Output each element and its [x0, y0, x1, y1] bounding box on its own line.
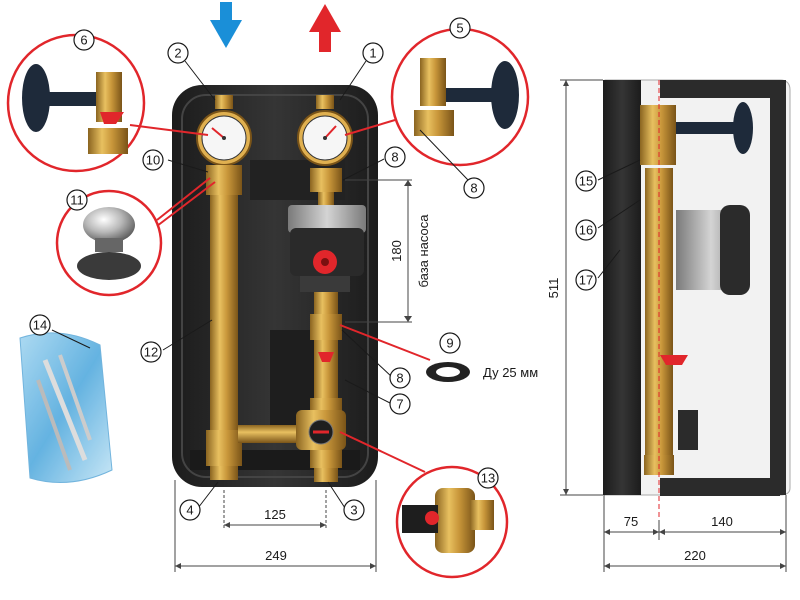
svg-text:1: 1: [369, 46, 376, 61]
gasket-icon: [426, 362, 470, 382]
pump-base-dimension: 180 база насоса: [345, 179, 431, 323]
right-top-fitting: [310, 168, 342, 192]
callout-16: 16: [575, 219, 597, 241]
detail-5-bubble: [390, 27, 530, 167]
svg-text:6: 6: [80, 33, 87, 48]
side-depth-front-value: 75: [624, 514, 638, 529]
svg-text:3: 3: [350, 503, 357, 518]
detail-6-bubble: [6, 33, 146, 173]
total-height-value: 511: [546, 278, 561, 299]
svg-text:8: 8: [470, 181, 477, 196]
svg-text:16: 16: [579, 223, 593, 238]
arrow-down-blue-icon: [210, 2, 242, 48]
callout-5: 5: [449, 17, 471, 39]
leader-lines: [51, 60, 641, 509]
total-height-dimension: 511: [546, 79, 603, 496]
svg-text:12: 12: [144, 345, 158, 360]
side-depth-rear-value: 140: [711, 514, 733, 529]
bypass-pipe: [238, 425, 308, 443]
svg-text:14: 14: [33, 318, 47, 333]
arrow-up-red-icon: [309, 4, 341, 52]
pipe-spacing-dimension: 125: [223, 490, 327, 530]
callout-8-top: 8: [384, 146, 406, 168]
callout-10: 10: [142, 149, 164, 171]
front-width-value: 249: [265, 548, 287, 563]
ball-valve-upper: [310, 314, 342, 340]
thermometer-left: [196, 110, 252, 166]
svg-text:8: 8: [391, 150, 398, 165]
callout-9: 9: [439, 332, 461, 354]
return-pipe-left: [206, 165, 242, 480]
side-depth-total-value: 220: [684, 548, 706, 563]
callout-17: 17: [575, 269, 597, 291]
callout-7: 7: [389, 393, 411, 415]
svg-text:8: 8: [396, 371, 403, 386]
svg-text:4: 4: [186, 503, 193, 518]
pipe-spacing-value: 125: [264, 507, 286, 522]
svg-text:7: 7: [396, 397, 403, 412]
callout-13: 13: [477, 467, 499, 489]
red-handle-icon: [318, 352, 334, 362]
check-valve-body: [314, 340, 338, 400]
svg-text:13: 13: [481, 471, 495, 486]
thermometer-right: [297, 110, 353, 166]
callout-4: 4: [179, 499, 201, 521]
side-depth-dimensions: 75 140 220: [603, 495, 787, 572]
front-width-dimension: 249: [174, 480, 377, 572]
svg-text:15: 15: [579, 174, 593, 189]
detail-13-bubble: [395, 465, 509, 579]
side-view: [603, 79, 791, 540]
fasteners-bag: [19, 332, 113, 483]
bypass-valve: [296, 410, 346, 450]
callout-8-detail: 8: [463, 177, 485, 199]
gasket-label: Ду 25 мм: [483, 365, 538, 380]
pump-base-label: база насоса: [416, 214, 431, 288]
circulation-pump: [288, 205, 366, 292]
svg-text:5: 5: [456, 21, 463, 36]
callout-14: 14: [29, 314, 51, 336]
svg-text:10: 10: [146, 153, 160, 168]
detail-11-bubble: [55, 189, 163, 297]
svg-text:11: 11: [70, 193, 84, 208]
callout-2: 2: [167, 42, 189, 64]
pump-base-value: 180: [389, 240, 404, 262]
callout-3: 3: [343, 499, 365, 521]
svg-text:9: 9: [446, 336, 453, 351]
callout-8-lower: 8: [389, 367, 411, 389]
callout-1: 1: [362, 42, 384, 64]
svg-text:17: 17: [579, 273, 593, 288]
callout-6: 6: [73, 29, 95, 51]
callout-11: 11: [66, 189, 88, 211]
callout-12: 12: [140, 341, 162, 363]
callout-15: 15: [575, 170, 597, 192]
svg-text:2: 2: [174, 46, 181, 61]
